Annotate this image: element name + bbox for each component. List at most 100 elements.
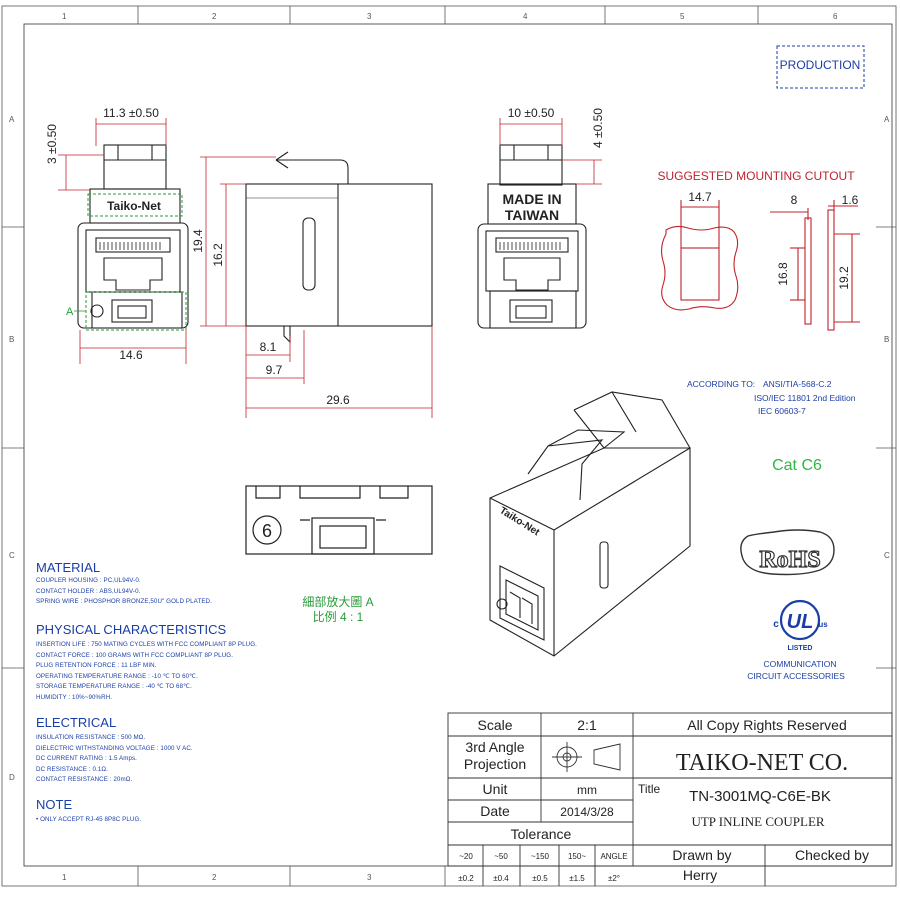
material-lines: COUPLER HOUSING : PC,UL94V-0. CONTACT HO… [36, 576, 212, 608]
physical-line-3: PLUG RETENTION FORCE : 11 LBF MIN. [36, 662, 157, 669]
drawn-by-value: Herry [683, 867, 717, 883]
col-number-3: 3 [367, 12, 372, 21]
front-dim-height-left: 3 ±0.50 [45, 124, 59, 164]
standards-line-2: ISO/IEC 11801 2nd Edition [754, 393, 856, 403]
cutout-dim-192: 19.2 [837, 266, 851, 290]
front-dimensions [58, 118, 187, 364]
projection-line1: 3rd Angle [465, 739, 524, 755]
tol-range-4: 150~ [568, 852, 586, 861]
standards-line-3: IEC 60603-7 [758, 406, 806, 416]
electrical-line-4: DC RESISTANCE : 0.1Ω. [36, 765, 108, 773]
frame-labels: 1 2 3 4 5 6 1 2 3 A B C D A B C [9, 12, 890, 882]
detail-a-box [85, 291, 187, 331]
note-line-1: • ONLY ACCEPT RJ-45 8P8C PLUG. [36, 816, 142, 823]
rear-dim-width-top: 10 ±0.50 [508, 106, 555, 120]
row-letter-c: C [9, 551, 15, 560]
ul-listed-mark: c UL us LISTED COMMUNICATION CIRCUIT ACC… [747, 599, 845, 681]
title-block-text: Scale 2:1 3rd Angle Projection Unit mm D… [464, 717, 869, 883]
tol-range-5: ANGLE [600, 852, 627, 861]
material-line-3: SPRING WIRE : PHOSPHOR BRONZE,50U" GOLD … [36, 598, 212, 605]
copyright: All Copy Rights Reserved [687, 717, 847, 733]
note-title: NOTE [36, 797, 73, 812]
detail-c6-digit: 6 [262, 521, 272, 541]
ul-c: c [773, 619, 779, 630]
detail-c6-marking [252, 515, 282, 545]
scale-label: Scale [477, 717, 512, 733]
cutout-dim-height: 16.8 [776, 262, 790, 286]
col-number-6: 6 [833, 12, 838, 21]
col-number-2: 2 [212, 12, 217, 21]
isometric-view [489, 391, 691, 657]
tol-value-2: ±0.4 [493, 874, 509, 883]
physical-line-2: CONTACT FORCE : 100 GRAMS WITH FCC COMPL… [36, 651, 234, 659]
side-dim-height-inner: 16.2 [211, 243, 225, 267]
col-number-1-bottom: 1 [62, 873, 67, 882]
col-number-3-bottom: 3 [367, 873, 372, 882]
detail-a-view [245, 485, 433, 555]
row-letter-b: B [9, 335, 14, 344]
row-letter-c-right: C [884, 551, 890, 560]
rear-dimensions [499, 118, 602, 185]
detail-a-marker: A [66, 306, 74, 318]
ul-listed: LISTED [788, 645, 813, 652]
physical-lines: INSERTION LIFE : 750 MATING CYCLES WITH … [36, 640, 257, 703]
ul-caption-1: COMMUNICATION [763, 659, 836, 669]
front-brand-label: Taiko-Net [107, 199, 161, 213]
tol-value-1: ±0.2 [458, 874, 474, 883]
material-line-1: COUPLER HOUSING : PC,UL94V-0. [36, 577, 141, 584]
electrical-line-1: INSULATION RESISTANCE : 500 MΩ. [36, 734, 146, 741]
col-number-5: 5 [680, 12, 685, 21]
tolerance-label: Tolerance [511, 826, 572, 842]
material-title: MATERIAL [36, 560, 101, 575]
col-number-2-bottom: 2 [212, 873, 217, 882]
cutout-dim-8: 8 [791, 193, 798, 207]
side-dimensions [200, 156, 433, 418]
physical-line-4: OPERATING TEMPERATURE RANGE : -10 ℃ TO 6… [36, 672, 199, 680]
physical-title: PHYSICAL CHARACTERISTICS [36, 622, 227, 637]
row-letter-b-right: B [884, 335, 889, 344]
rear-dim-height-right: 4 ±0.50 [591, 108, 605, 148]
col-number-1: 1 [62, 12, 67, 21]
physical-line-6: HUMIDITY : 10%~90%RH. [36, 693, 113, 701]
date-label: Date [480, 803, 510, 819]
tol-value-3: ±0.5 [532, 874, 548, 883]
standards-line-1: ANSI/TIA-568-C.2 [763, 379, 832, 389]
tol-value-5: ±2° [608, 874, 620, 883]
cutout-title: SUGGESTED MOUNTING CUTOUT [657, 169, 855, 183]
side-dim-81: 8.1 [260, 340, 277, 354]
checked-by-label: Checked by [795, 847, 869, 863]
cutout-dim-width: 14.7 [688, 190, 712, 204]
tolerance-table: ~20 ~50 ~150 150~ ANGLE ±0.2 ±0.4 ±0.5 ±… [458, 852, 627, 883]
electrical-lines: INSULATION RESISTANCE : 500 MΩ. DIELECTR… [36, 733, 193, 786]
electrical-title: ELECTRICAL [36, 715, 117, 730]
side-dim-length: 29.6 [326, 393, 350, 407]
detail-label-line2: 比例 4 : 1 [313, 610, 364, 624]
electrical-line-2: DIELECTRIC WITHSTANDING VOLTAGE : 1000 V… [36, 744, 193, 752]
tol-range-1: ~20 [459, 852, 473, 861]
side-dim-height-outer: 19.4 [191, 229, 205, 253]
rohs-text: RoHS [759, 547, 820, 573]
side-view [245, 151, 433, 344]
electrical-line-3: DC CURRENT RATING : 1.5 Amps. [36, 755, 137, 762]
title-label: Title [638, 782, 661, 796]
physical-line-5: STORAGE TEMPERATURE RANGE : -40 ℃ TO 68℃… [36, 683, 192, 690]
standards-label: ACCORDING TO: [687, 379, 755, 389]
ul-us: us [818, 620, 828, 629]
front-view [77, 144, 189, 329]
part-description: UTP INLINE COUPLER [691, 814, 824, 829]
scale-value: 2:1 [577, 717, 597, 733]
note-lines: • ONLY ACCEPT RJ-45 8P8C PLUG. [36, 815, 141, 826]
front-brand-box [87, 193, 183, 217]
rohs-mark: RoHS [740, 529, 835, 576]
projection-line2: Projection [464, 756, 526, 772]
front-dim-width-bottom: 14.6 [119, 348, 143, 362]
cutout-shapes [660, 200, 860, 331]
ul-caption-2: CIRCUIT ACCESSORIES [747, 671, 845, 681]
row-letter-a: A [9, 115, 15, 124]
physical-line-1: INSERTION LIFE : 750 MATING CYCLES WITH … [36, 641, 257, 648]
rear-marking-line1: MADE IN [502, 191, 561, 207]
tol-range-2: ~50 [494, 852, 508, 861]
col-number-4: 4 [523, 12, 528, 21]
material-line-2: CONTACT HOLDER : ABS,UL94V-0. [36, 587, 141, 595]
